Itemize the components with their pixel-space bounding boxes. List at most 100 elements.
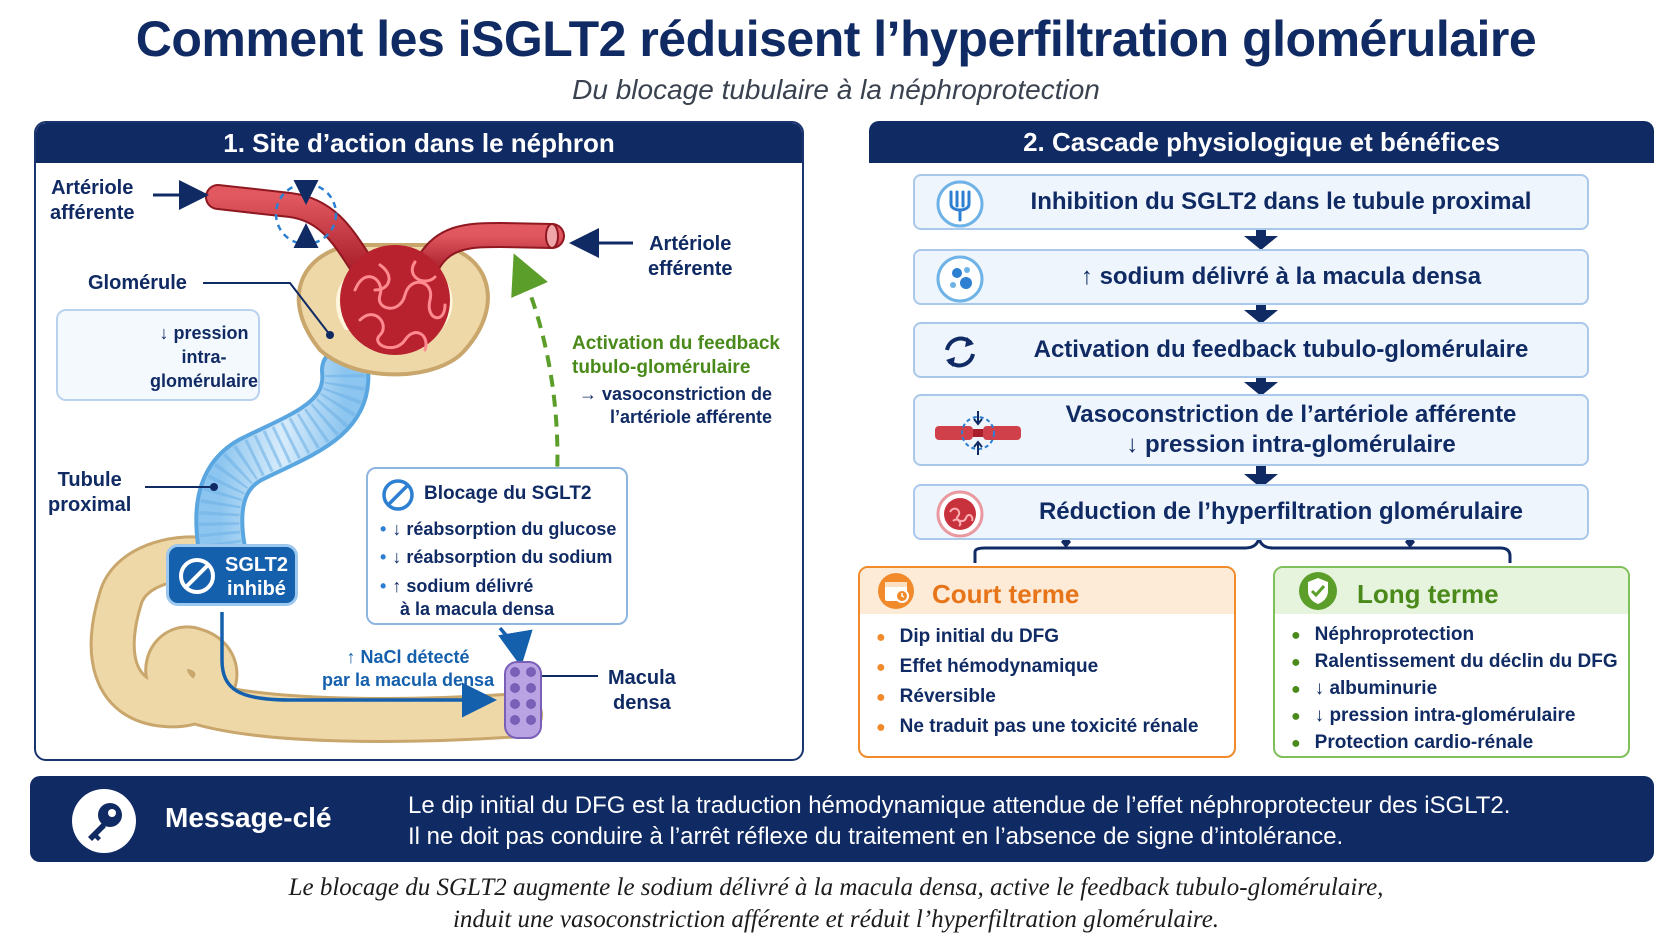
long-terme-header: Long terme bbox=[1275, 568, 1628, 614]
efferent-arteriole-label: Artériole efférente bbox=[648, 232, 732, 282]
court-item-text: Ne traduit pas une toxicité rénale bbox=[899, 716, 1199, 737]
feedback-line2: tubulo-glomérulaire bbox=[572, 357, 751, 378]
vasoconstriction-label: → vasoconstriction de l’artériole affére… bbox=[572, 383, 772, 429]
afferent-arteriole-label: Artériole afférente bbox=[50, 176, 134, 226]
macula-densa-label: Macula densa bbox=[608, 666, 676, 716]
afferent-label-line2: afférente bbox=[50, 202, 135, 224]
sglt2-inhibited-badge: SGLT2 inhibé bbox=[166, 544, 298, 606]
court-terme-heading: Court terme bbox=[932, 579, 1080, 609]
key-message-line2: Il ne doit pas conduire à l’arrêt réflex… bbox=[408, 823, 1344, 850]
key-icon-circle bbox=[72, 789, 136, 853]
cascade-step-1: Inhibition du SGLT2 dans le tubule proxi… bbox=[913, 174, 1589, 230]
long-terme-list: ●Néphroprotection ●Ralentissement du déc… bbox=[1291, 622, 1618, 757]
block-box-list: •↓ réabsorption du glucose •↓ réabsorpti… bbox=[380, 515, 616, 621]
calendar-clock-icon bbox=[878, 573, 914, 609]
list-item: ●↓ pression intra-glomérulaire bbox=[1291, 705, 1576, 726]
court-terme-list: ●Dip initial du DFG ●Effet hémodynamique… bbox=[876, 622, 1198, 742]
cascade-panel-heading: 2. Cascade physiologique et bénéfices bbox=[869, 121, 1654, 163]
afferent-label-line1: Artériole bbox=[51, 177, 134, 199]
macula-label-line2: densa bbox=[613, 692, 671, 714]
glomerulus-icon bbox=[936, 490, 984, 538]
nacl-label: ↑ NaCl détecté par la macula densa bbox=[322, 646, 494, 692]
figure-caption: Le blocage du SGLT2 augmente le sodium d… bbox=[0, 872, 1672, 936]
list-item: ●↓ albuminurie bbox=[1291, 678, 1438, 699]
cascade-step-text: Vasoconstriction de l’artériole afférent… bbox=[1005, 396, 1577, 464]
glomerule-label: Glomérule bbox=[88, 272, 187, 294]
nacl-line2: par la macula densa bbox=[322, 670, 495, 690]
list-item: •↓ réabsorption du sodium bbox=[380, 547, 613, 567]
cascade-step-5: Réduction de l’hyperfiltration glomérula… bbox=[913, 484, 1589, 540]
key-message-text: Le dip initial du DFG est la traduction … bbox=[408, 790, 1510, 852]
sglt2-badge-text: SGLT2 inhibé bbox=[225, 553, 288, 601]
page-subtitle: Du blocage tubulaire à la néphroprotecti… bbox=[572, 74, 1100, 105]
page-title: Comment les iSGLT2 réduisent l’hyperfilt… bbox=[135, 11, 1537, 67]
term-bracket bbox=[973, 537, 1512, 563]
list-item: ●Néphroprotection bbox=[1291, 624, 1475, 645]
cascade-step-2: ↑ sodium délivré à la macula densa bbox=[913, 249, 1589, 305]
tubule-label-line2: proximal bbox=[48, 494, 132, 516]
cascade-step-text-line2: ↓ pression intra-glomérulaire bbox=[1126, 431, 1456, 458]
list-item: ●Ralentissement du déclin du DFG bbox=[1291, 651, 1618, 672]
caption-line1: Le blocage du SGLT2 augmente le sodium d… bbox=[288, 874, 1384, 901]
key-message-banner: Message-clé Le dip initial du DFG est la… bbox=[30, 776, 1654, 862]
cascade-step-text: Activation du feedback tubulo-glomérulai… bbox=[1033, 336, 1529, 363]
macula-label-line1: Macula bbox=[608, 667, 676, 689]
long-terme-box: Long terme ●Néphroprotection ●Ralentisse… bbox=[1273, 566, 1630, 758]
list-item: ●Protection cardio-rénale bbox=[1291, 732, 1534, 753]
cascade-step-4: Vasoconstriction de l’artériole afférent… bbox=[913, 394, 1589, 466]
shield-check-icon bbox=[1299, 572, 1337, 610]
prohibited-icon bbox=[382, 479, 414, 511]
cascade-step-text: Inhibition du SGLT2 dans le tubule proxi… bbox=[1030, 188, 1532, 215]
pressure-line1: ↓ pression bbox=[159, 323, 249, 343]
list-item: •↓ réabsorption du glucose bbox=[380, 519, 617, 539]
efferent-label-line2: efférente bbox=[648, 258, 733, 280]
long-item-text: ↓ pression intra-glomérulaire bbox=[1314, 705, 1576, 726]
block-item-text: ↓ réabsorption du glucose bbox=[392, 519, 617, 539]
block-box-heading: Blocage du SGLT2 bbox=[424, 483, 592, 504]
long-item-text: Néphroprotection bbox=[1314, 624, 1475, 645]
cascade-step-3: Activation du feedback tubulo-glomérulai… bbox=[913, 322, 1589, 378]
cascade-step-text: Réduction de l’hyperfiltration glomérula… bbox=[1038, 498, 1524, 525]
list-item: ●Réversible bbox=[876, 686, 996, 707]
key-message-heading: Message-clé bbox=[165, 802, 332, 833]
court-item-text: Dip initial du DFG bbox=[899, 626, 1060, 647]
long-terme-heading: Long terme bbox=[1357, 579, 1499, 609]
court-terme-box: Court terme ●Dip initial du DFG ●Effet h… bbox=[858, 566, 1236, 758]
court-item-text: Réversible bbox=[899, 686, 996, 707]
court-terme-header: Court terme bbox=[860, 568, 1234, 614]
feedback-label: Activation du feedback tubulo-glomérulai… bbox=[572, 332, 780, 380]
list-item: ●Effet hémodynamique bbox=[876, 656, 1099, 677]
feedback-line3: → vasoconstriction de bbox=[578, 384, 772, 404]
efferent-label-line1: Artériole bbox=[649, 233, 732, 255]
feedback-line4: l’artériole afférente bbox=[609, 407, 772, 427]
caption-line2: induit une vasoconstriction afférente et… bbox=[452, 906, 1220, 933]
sglt2-badge-line2: inhibé bbox=[227, 578, 286, 600]
list-item: ●Ne traduit pas une toxicité rénale bbox=[876, 716, 1199, 737]
pressure-box: ↓ pression intra- glomérulaire bbox=[56, 309, 260, 401]
cascade-step-text-line1: Vasoconstriction de l’artériole afférent… bbox=[1065, 401, 1517, 428]
cascade-step-text: ↑ sodium délivré à la macula densa bbox=[1080, 263, 1482, 290]
kidney-tubule-icon bbox=[936, 180, 984, 228]
key-icon bbox=[88, 803, 122, 841]
long-item-text: Protection cardio-rénale bbox=[1314, 732, 1534, 753]
pressure-text: ↓ pression intra- glomérulaire bbox=[150, 321, 258, 393]
vessel-constriction-icon bbox=[935, 411, 1021, 455]
key-message-line1: Le dip initial du DFG est la traduction … bbox=[408, 792, 1511, 819]
prohibited-icon bbox=[179, 558, 215, 594]
nephron-panel-heading: 1. Site d’action dans le néphron bbox=[36, 123, 802, 163]
nacl-line1: ↑ NaCl détecté bbox=[346, 647, 470, 667]
list-item: ●Dip initial du DFG bbox=[876, 626, 1060, 647]
block-item-text-line2: à la macula densa bbox=[400, 599, 555, 619]
pressure-line3: glomérulaire bbox=[150, 371, 259, 391]
court-item-text: Effet hémodynamique bbox=[899, 656, 1099, 677]
tubule-label-line1: Tubule bbox=[57, 469, 122, 491]
block-item-text: ↓ réabsorption du sodium bbox=[392, 547, 613, 567]
feedback-line1: Activation du feedback bbox=[572, 333, 780, 354]
sglt2-badge-line1: SGLT2 bbox=[225, 554, 288, 576]
sodium-particles-icon bbox=[936, 255, 984, 303]
sglt2-block-box: Blocage du SGLT2 •↓ réabsorption du gluc… bbox=[366, 467, 628, 625]
pressure-line2: intra- bbox=[181, 347, 227, 367]
block-item-text: ↑ sodium délivré bbox=[392, 576, 534, 596]
long-item-text: ↓ albuminurie bbox=[1314, 678, 1438, 699]
